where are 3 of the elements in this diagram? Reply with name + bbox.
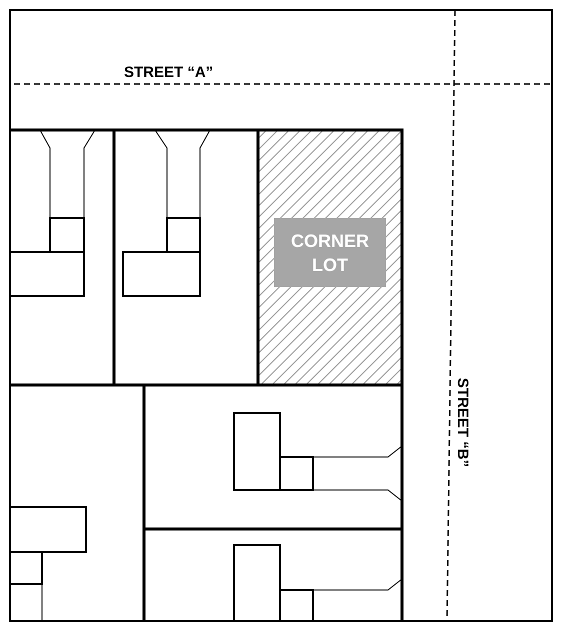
lot-label: CORNER LOT bbox=[274, 218, 386, 287]
street-label: STREET “A” bbox=[124, 64, 214, 81]
street-label: STREET “B” bbox=[454, 378, 472, 468]
